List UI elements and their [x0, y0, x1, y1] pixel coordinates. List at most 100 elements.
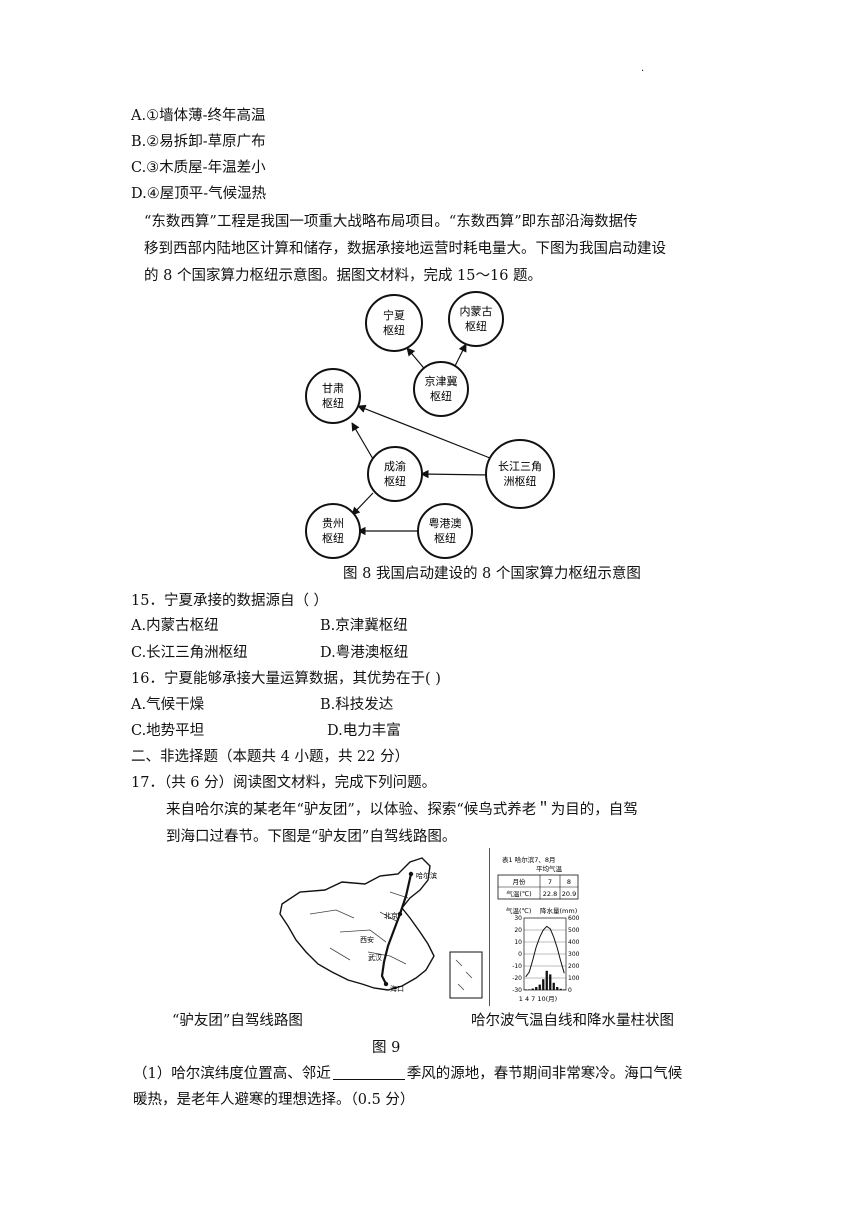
svg-text:洲枢纽: 洲枢纽 — [504, 474, 537, 488]
label-xian: 西安 — [360, 935, 374, 944]
node-neimenggu: 内蒙古 枢纽 — [448, 291, 504, 347]
q15-option-c: C.长江三角洲枢纽 — [131, 645, 248, 661]
q14-option-d: D.④屋顶平-气候湿热 — [131, 186, 267, 202]
precip-bar — [542, 979, 545, 990]
svg-text:长江三角: 长江三角 — [498, 460, 542, 473]
node-jingjinji: 京津冀 枢纽 — [413, 361, 469, 417]
precip-bar — [549, 974, 552, 990]
svg-text:枢纽: 枢纽 — [434, 531, 456, 545]
svg-text:枢纽: 枢纽 — [383, 323, 405, 337]
figure9-label: 图 9 — [372, 1040, 401, 1056]
svg-text:枢纽: 枢纽 — [465, 319, 487, 333]
tick-right: 500 — [568, 927, 580, 934]
svg-text:枢纽: 枢纽 — [322, 531, 344, 545]
precip-bar — [528, 989, 531, 990]
q16-option-d: D.电力丰富 — [327, 723, 401, 739]
south-sea-inset — [449, 951, 483, 999]
answer-blank[interactable] — [332, 1065, 405, 1080]
climate-panel: 表1 哈尔滨7、8月 平均气温 月份 7 8 气温(℃) 22.8 20.9 气… — [497, 855, 580, 1003]
hub-diagram: 宁夏 枢纽 内蒙古 枢纽 京津冀 枢纽 甘肃 枢纽 成渝 枢纽 长江三角 洲枢纽… — [305, 291, 555, 559]
table-title-1: 表1 哈尔滨7、8月 — [502, 855, 555, 864]
q14-option-b: B.②易拆卸-草原广布 — [131, 134, 266, 150]
tick-left: -10 — [512, 963, 522, 970]
q17-1-text-before: （1）哈尔滨纬度位置高、邻近 — [133, 1066, 331, 1082]
route-line — [380, 873, 413, 985]
table-cell-jul: 22.8 — [543, 890, 557, 898]
table-title-2: 平均气温 — [536, 864, 563, 873]
svg-text:甘肃: 甘肃 — [322, 382, 344, 395]
precip-bar — [535, 987, 538, 990]
tick-left: -20 — [512, 975, 522, 982]
q15-option-b: B.京津冀枢纽 — [320, 618, 408, 634]
arrow-chengyu-guizhou — [351, 492, 374, 516]
chart-ylabel-right: 降水量(mm) — [540, 906, 577, 915]
node-ningxia: 宁夏 枢纽 — [365, 294, 423, 352]
q16-option-c: C.地势平坦 — [131, 723, 205, 739]
q16-option-b: B.科技发达 — [320, 697, 394, 713]
figure-divider — [489, 848, 490, 1006]
label-wuhan: 武汉 — [368, 953, 382, 962]
svg-text:京津冀: 京津冀 — [425, 374, 458, 388]
province-borders — [309, 891, 409, 965]
label-beijing: 北京 — [384, 911, 398, 920]
q14-option-c: C.③木质屋-年温差小 — [131, 160, 266, 176]
arrow-changjiang-chengyu — [420, 469, 491, 479]
table-header-month: 月份 — [513, 877, 527, 886]
svg-text:宁夏: 宁夏 — [383, 308, 405, 322]
tick-right: 300 — [568, 951, 580, 958]
node-guizhou: 贵州 枢纽 — [305, 503, 361, 559]
chart-ylabel-left: 气温(℃) — [506, 906, 531, 915]
q16-option-a: A.气候干燥 — [131, 697, 205, 713]
q17-material-line-1: 来自哈尔滨的某老年“驴友团”，以体验、探索“候鸟式养老＂为目的，自驾 — [166, 802, 638, 818]
precip-bar — [545, 970, 548, 990]
inset-islands — [455, 959, 473, 991]
precip-bar — [563, 989, 566, 990]
temperature-line — [525, 925, 565, 978]
precip-bar — [531, 988, 534, 990]
q17-material-line-2: 到海口过春节。下图是“驴友团”自驾线路图。 — [166, 829, 457, 845]
tick-right: 0 — [568, 987, 572, 994]
arrow-chengyu-gansu — [351, 422, 374, 460]
svg-text:成渝: 成渝 — [384, 459, 406, 473]
q17-stem: 17．（共 6 分）阅读图文材料，完成下列问题。 — [131, 775, 437, 791]
q16-stem: 16．宁夏能够承接大量运算数据，其优势在于( ) — [131, 671, 441, 687]
q15-option-a: A.内蒙古枢纽 — [131, 618, 219, 634]
intro-line-3: 的 8 个国家算力枢纽示意图。据图文材料，完成 15～16 题。 — [144, 268, 543, 284]
figure8-caption: 图 8 我国启动建设的 8 个国家算力枢纽示意图 — [343, 566, 641, 582]
node-yuegangao: 粤港澳 枢纽 — [417, 503, 473, 559]
tick-left: 30 — [514, 915, 522, 922]
node-chengyu: 成渝 枢纽 — [367, 446, 423, 502]
china-outline — [279, 857, 435, 991]
node-gansu: 甘肃 枢纽 — [305, 368, 361, 424]
svg-text:枢纽: 枢纽 — [384, 474, 406, 488]
svg-text:枢纽: 枢纽 — [430, 389, 452, 403]
label-haikou: 海口 — [390, 984, 404, 993]
route-map: 哈尔滨 北京 西安 武汉 海口 — [279, 857, 483, 999]
tick-right: 600 — [568, 915, 580, 922]
precip-bar — [538, 984, 541, 990]
q17-1-text-after: 季风的源地，春节期间非常寒冷。海口气候 — [406, 1066, 683, 1082]
q17-1-line-2: 暖热，是老年人避寒的理想选择。（0.5 分） — [133, 1092, 415, 1108]
table-header-7: 7 — [548, 878, 552, 886]
node-changjiang: 长江三角 洲枢纽 — [485, 439, 555, 509]
svg-text:枢纽: 枢纽 — [322, 396, 344, 410]
arrow-changjiang-gansu — [357, 404, 491, 459]
tick-left: 20 — [514, 927, 522, 934]
intro-line-1: “东数西算”工程是我国一项重大战略布局项目。“东数西算”即东部沿海数据传 — [144, 214, 638, 230]
precip-bar — [524, 989, 527, 990]
table-cell-aug: 20.9 — [562, 890, 576, 898]
precip-bar — [552, 982, 555, 990]
svg-text:粤港澳: 粤港澳 — [429, 516, 462, 530]
precip-bar — [559, 988, 562, 990]
page-mark: · — [641, 66, 645, 77]
svg-text:内蒙古: 内蒙古 — [460, 304, 493, 318]
haikou-dot — [383, 981, 389, 987]
tick-left: 0 — [518, 951, 522, 958]
section-2-heading: 二、非选择题（本题共 4 小题，共 22 分） — [131, 749, 410, 765]
precip-bar — [556, 987, 559, 990]
beijing-dot — [397, 911, 403, 917]
intro-line-2: 移到西部内陆地区计算和储存，数据承接地运营时耗电量大。下图为我国启动建设 — [144, 241, 666, 257]
map-caption: “驴友团”自驾线路图 — [172, 1013, 303, 1029]
table-header-8: 8 — [567, 878, 571, 886]
